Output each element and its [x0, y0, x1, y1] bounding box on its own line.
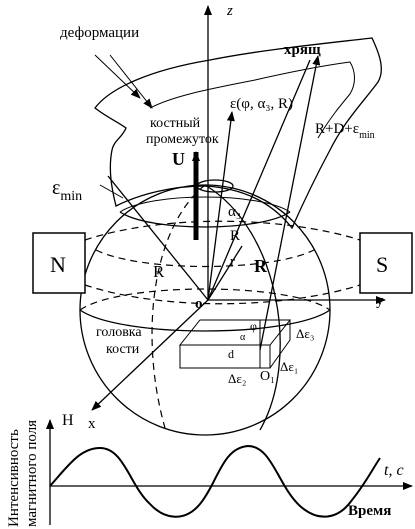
label-magnet-s: S [376, 252, 388, 277]
label-d-eps1: Δε₁ [280, 359, 298, 374]
label-velocity: U [172, 149, 185, 169]
label-axis-y: y [376, 293, 384, 309]
sphere-meridian-left [151, 184, 206, 429]
r-line [207, 245, 243, 301]
label-epsilon-func: ε(φ, α₃, R) [230, 96, 293, 112]
bone-head-sphere [79, 184, 331, 436]
label-field-ylabel-1: Интенсивность [6, 429, 22, 527]
label-magnet-n: N [50, 252, 66, 277]
label-field-ylabel-2: магнитного поля [24, 420, 40, 527]
deformation-pointer-1 [94, 54, 141, 99]
deformation-pointer-2 [109, 54, 153, 109]
sphere-equator [79, 309, 331, 332]
sphere-upper-latitude-back [119, 196, 291, 213]
sphere-equator-back [79, 288, 331, 311]
label-d-eps3: Δε₃ [296, 326, 314, 341]
label-cartilage: хрящ [284, 42, 321, 58]
label-d-eps2: Δε₂ [228, 371, 246, 386]
label-alpha: α [240, 332, 246, 343]
label-d: d [228, 347, 234, 361]
label-time: Время [348, 503, 391, 519]
label-r-bold: R [254, 256, 268, 276]
label-o1: O₁ [260, 369, 275, 384]
x-axis [91, 299, 209, 411]
epsilon-line [207, 111, 235, 301]
cartilage-inner-contour [149, 61, 355, 139]
magnet-south [359, 232, 413, 294]
radius-line-right [207, 59, 311, 301]
label-phi: φ [250, 319, 257, 333]
label-deformations: деформации [60, 25, 139, 41]
label-bone-gap-1: костный [150, 116, 201, 131]
label-bone-head-2: кости [106, 342, 140, 357]
distance-line [259, 55, 321, 351]
magnet-north [32, 232, 86, 294]
label-r-upper: R [230, 228, 240, 244]
field-line-top [84, 220, 361, 241]
sphere-meridian-right [204, 184, 281, 431]
label-axis-x: x [88, 416, 96, 432]
label-bone-gap-2: промежуток [146, 132, 219, 147]
radius-line-left [107, 175, 209, 301]
label-field-axis: H [62, 412, 74, 429]
label-time-axis: t, c [384, 462, 404, 479]
label-eps-min: εmin [52, 177, 82, 204]
label-alpha3: α₃ [228, 204, 241, 220]
field-line-bottom [84, 284, 361, 305]
sphere-upper-latitude [119, 211, 291, 228]
label-distance-expr: R+D+εmin [315, 121, 375, 141]
label-bone-head-1: головка [96, 325, 142, 340]
field-intensity-curve [49, 444, 381, 518]
sphere-lower-latitude [95, 249, 315, 268]
label-origin: o [195, 296, 203, 312]
cartilage-outline [94, 37, 382, 230]
label-r-lower: r [230, 254, 235, 270]
eps-min-pointer [99, 184, 124, 199]
label-axis-z: z [226, 3, 233, 19]
label-r-left: R [153, 262, 165, 281]
